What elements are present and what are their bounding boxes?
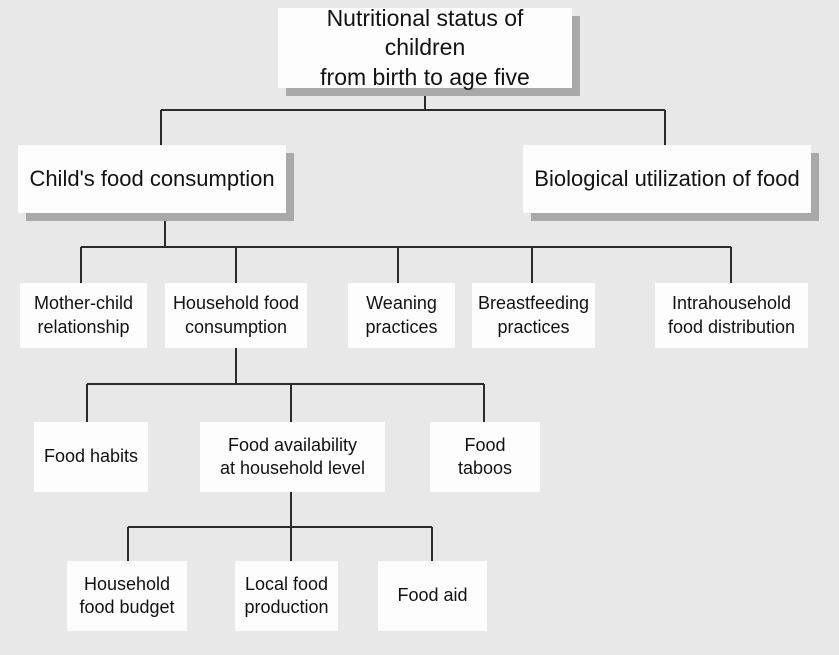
node-local-food-production[interactable]: Local food production [235, 561, 338, 631]
node-food-taboos[interactable]: Food taboos [430, 422, 540, 492]
node-root[interactable]: Nutritional status of children from birt… [278, 5, 572, 90]
node-food-aid[interactable]: Food aid [378, 561, 487, 631]
node-breastfeeding-practices[interactable]: Breastfeeding practices [472, 283, 595, 348]
node-biological-utilization-label: Biological utilization of food [534, 165, 800, 191]
node-food-availability[interactable]: Food availability at household level [200, 422, 385, 492]
node-breastfeeding-practices-label: Breastfeeding practices [477, 293, 590, 337]
node-food-availability-label: Food availability at household level [219, 434, 366, 478]
node-child-food-consumption-label: Child's food consumption [29, 165, 275, 191]
node-local-food-production-label: Local food production [244, 573, 329, 617]
node-food-habits[interactable]: Food habits [34, 422, 148, 492]
node-household-food-consumption-label: Household food consumption [172, 293, 300, 337]
node-mother-child-relationship[interactable]: Mother-child relationship [20, 283, 147, 348]
node-root-label: Nutritional status of children from birt… [320, 4, 530, 90]
node-intrahousehold-food-distribution[interactable]: Intrahousehold food distribution [655, 283, 808, 348]
node-household-food-consumption[interactable]: Household food consumption [165, 283, 307, 348]
node-food-aid-label: Food aid [397, 585, 468, 606]
node-household-food-budget[interactable]: Household food budget [67, 561, 187, 631]
node-child-food-consumption[interactable]: Child's food consumption [18, 145, 286, 213]
node-intrahousehold-food-distribution-label: Intrahousehold food distribution [667, 293, 796, 337]
node-food-taboos-label: Food taboos [457, 434, 513, 478]
node-biological-utilization[interactable]: Biological utilization of food [523, 145, 811, 213]
node-weaning-practices-label: Weaning practices [365, 293, 438, 337]
node-food-habits-label: Food habits [43, 446, 139, 467]
node-weaning-practices[interactable]: Weaning practices [348, 283, 455, 348]
node-household-food-budget-label: Household food budget [79, 573, 175, 617]
node-mother-child-relationship-label: Mother-child relationship [33, 293, 134, 337]
